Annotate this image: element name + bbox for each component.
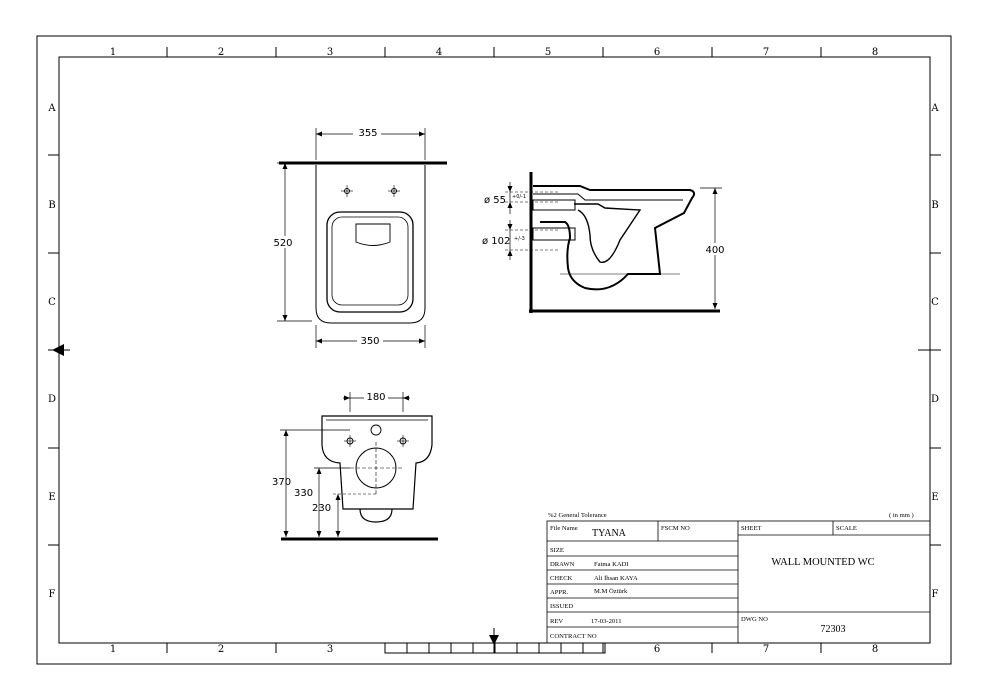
col-label: 3 (327, 644, 333, 655)
rev-value: 17-03-2011 (591, 618, 622, 625)
row-label: E (48, 492, 55, 503)
appr-value: M.M Öztürk (594, 588, 628, 595)
title-block (546, 520, 931, 644)
row-label: F (932, 589, 939, 600)
dim-side-tolerance-102: +/-3 (514, 236, 525, 242)
dwg-no-value: 72303 (821, 624, 846, 635)
file-name-label: File Name (550, 525, 578, 532)
col-label: 2 (218, 47, 224, 58)
rev-label: REV (550, 618, 563, 625)
col-label: 7 (763, 47, 769, 58)
row-label: C (48, 297, 56, 308)
dim-front-height-330: 330 (294, 488, 313, 499)
dim-front-height-230: 230 (312, 503, 331, 514)
dim-side-height: 400 (705, 245, 724, 256)
contract-label: CONTRACT NO (550, 633, 597, 640)
appr-label: APPR. (550, 589, 568, 596)
sheet-label: SHEET (741, 525, 762, 532)
row-label: A (47, 103, 56, 114)
frame-row-labels-right: A B C D E F (930, 103, 939, 600)
col-label: 6 (654, 644, 660, 655)
fscm-label: FSCM NO (661, 525, 690, 532)
row-label: C (931, 297, 939, 308)
dim-top-height: 520 (273, 238, 292, 249)
side-view (505, 172, 722, 313)
row-label: D (931, 394, 939, 405)
dim-side-diameter-55: ø 55 (484, 195, 506, 206)
col-label: 7 (763, 644, 769, 655)
scale-label: SCALE (836, 525, 857, 532)
dim-front-width: 180 (366, 392, 385, 403)
dim-top-bottom-width: 350 (360, 336, 379, 347)
dim-side-diameter-102: ø 102 (482, 236, 510, 247)
col-label: 8 (872, 47, 878, 58)
frame-column-labels-top: 1 2 3 4 5 6 7 8 (110, 47, 878, 58)
tolerance-note: %2 General Tolerance (548, 512, 607, 519)
col-label: 8 (872, 644, 878, 655)
col-label: 5 (545, 47, 551, 58)
row-label: B (931, 200, 938, 211)
issued-label: ISSUED (550, 603, 573, 610)
drawn-value: Fatma KADI (594, 561, 629, 568)
row-label: A (930, 103, 939, 114)
size-label: SIZE (550, 547, 564, 554)
check-label: CHECK (550, 575, 573, 582)
top-view (277, 128, 447, 348)
dwg-no-label: DWG NO (741, 616, 768, 623)
check-value: Ali İhsan KAYA (594, 575, 638, 582)
col-label: 3 (327, 47, 333, 58)
col-label: 1 (110, 47, 116, 58)
frame-column-labels-bottom: 1 2 3 6 7 8 (110, 644, 878, 655)
drawing-title: WALL MOUNTED WC (771, 557, 874, 568)
drawn-label: DRAWN (550, 561, 575, 568)
drawing-frame (36, 35, 952, 665)
file-name-value: TYANA (592, 528, 627, 539)
row-label: D (48, 394, 56, 405)
dim-front-height-370: 370 (272, 477, 291, 488)
col-label: 6 (654, 47, 660, 58)
col-label: 2 (218, 644, 224, 655)
row-label: B (48, 200, 55, 211)
col-label: 4 (436, 47, 442, 58)
row-label: E (931, 492, 938, 503)
units-note: ( in mm ) (889, 512, 914, 519)
row-label: F (49, 589, 56, 600)
dim-top-width: 355 (358, 128, 377, 139)
col-label: 1 (110, 644, 116, 655)
dim-side-tolerance-55: +0/-1 (512, 194, 526, 200)
frame-row-labels-left: A B C D E F (47, 103, 56, 600)
front-view (280, 392, 438, 541)
